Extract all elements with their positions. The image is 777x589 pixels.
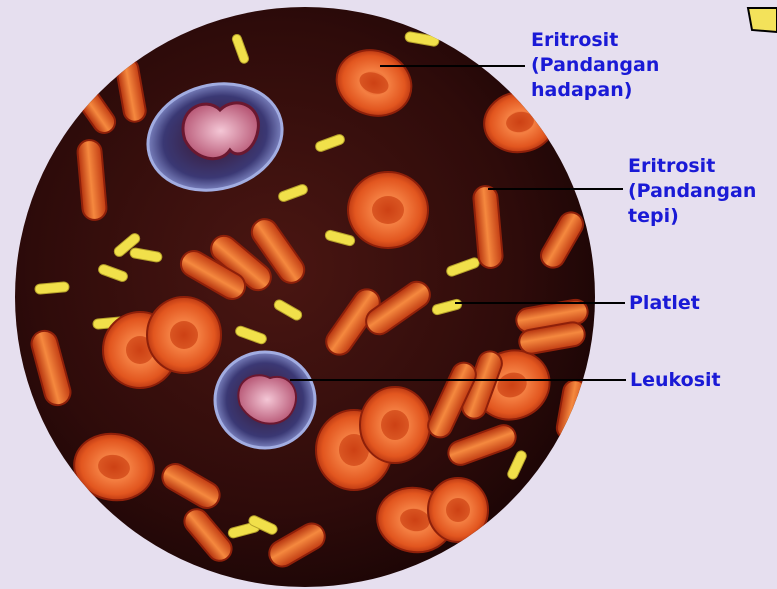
label-line: tepi)	[628, 204, 756, 229]
label-erythrocyte-edge-view: Eritrosit (Pandangan tepi)	[628, 154, 756, 229]
label-line: (Pandangan	[531, 53, 659, 78]
label-line: Platlet	[629, 291, 700, 316]
label-line: hadapan)	[531, 78, 659, 103]
label-line: (Pandangan	[628, 179, 756, 204]
label-line: Eritrosit	[531, 28, 659, 53]
label-line: Eritrosit	[628, 154, 756, 179]
label-line: Leukosit	[630, 368, 721, 393]
label-erythrocyte-face-view: Eritrosit (Pandangan hadapan)	[531, 28, 659, 103]
corner-decoration	[748, 8, 777, 32]
label-platelet: Platlet	[629, 291, 700, 316]
leukocyte-cell-2	[215, 352, 315, 448]
label-leukocyte: Leukosit	[630, 368, 721, 393]
